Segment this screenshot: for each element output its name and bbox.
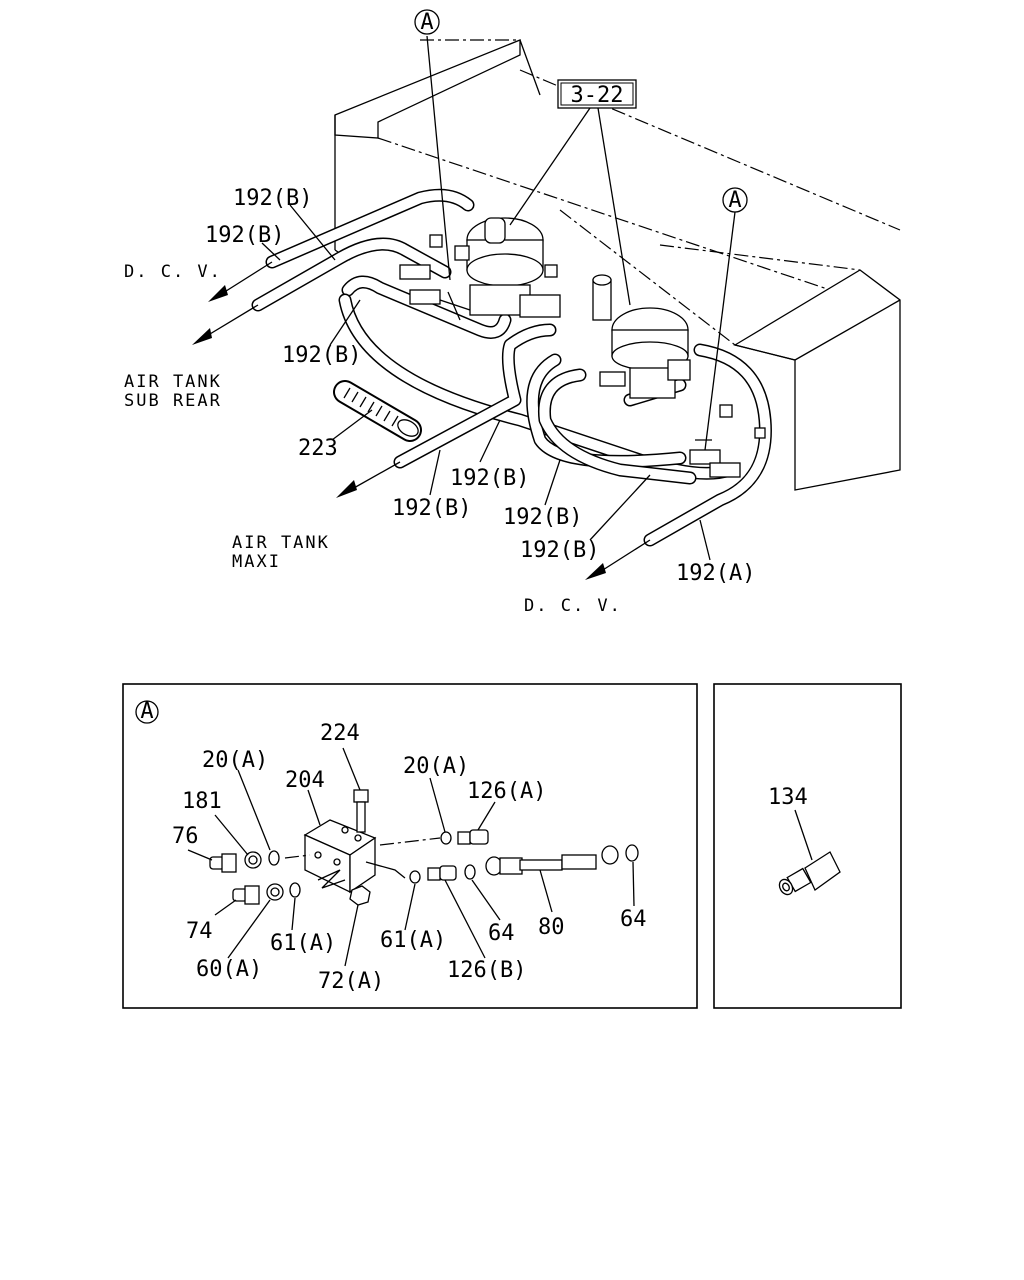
part-label-224: 224	[320, 721, 360, 746]
flow-arrows	[192, 261, 651, 580]
part-label-192b: 192(B)	[392, 496, 471, 521]
fittings-left	[209, 850, 311, 905]
bolt-224	[353, 789, 369, 833]
detail-134-panel: 134	[713, 683, 902, 1009]
detail-a-leaders	[187, 747, 635, 967]
part-label-126b: 126(B)	[447, 958, 526, 983]
part-label-192b: 192(B)	[205, 223, 284, 248]
part-label-61a: 61(A)	[380, 928, 446, 953]
part-label-72a: 72(A)	[318, 969, 384, 994]
part-label-192b: 192(B)	[520, 538, 599, 563]
part-label-204: 204	[285, 768, 325, 793]
part-label-80: 80	[538, 915, 565, 940]
detail-a-panel: A	[122, 683, 698, 1009]
svg-text:A: A	[728, 188, 741, 213]
part-label-223: 223	[298, 436, 338, 461]
part-label-76: 76	[172, 824, 199, 849]
destination-air-tank-maxi: AIR TANK	[232, 533, 330, 553]
svg-text:A: A	[420, 10, 433, 35]
main-assembly-view: A A 3-22 192(B) 192(B) 192(B) 223 192(B)…	[124, 9, 901, 616]
frame-rail-upper	[334, 39, 901, 301]
destination-air-tank-sub-rear-2: SUB REAR	[124, 391, 222, 411]
part-label-126a: 126(A)	[467, 779, 546, 804]
part-label-74: 74	[186, 919, 213, 944]
part-label-64: 64	[488, 921, 515, 946]
frame-rail-lower	[559, 209, 901, 491]
leader-lines	[261, 35, 736, 561]
ref-3-22-label: 3-22	[571, 83, 624, 108]
part-label-134: 134	[768, 785, 808, 810]
destination-air-tank-maxi-2: MAXI	[232, 552, 281, 572]
part-label-192b: 192(B)	[233, 186, 312, 211]
pressure-valve-left	[399, 217, 561, 321]
part-label-61a: 61(A)	[270, 931, 336, 956]
part-label-192a: 192(A)	[676, 561, 755, 586]
air-tube-lines	[251, 188, 772, 547]
destination-air-tank-sub-rear: AIR TANK	[124, 372, 222, 392]
part-label-20a: 20(A)	[202, 748, 268, 773]
part-label-192b: 192(B)	[450, 466, 529, 491]
destination-dcv-left: D. C. V.	[124, 262, 222, 282]
bracket-204	[303, 819, 377, 894]
part-label-192b: 192(B)	[282, 343, 361, 368]
nut-72a	[349, 885, 371, 906]
part-label-60a: 60(A)	[196, 957, 262, 982]
part-label-192b: 192(B)	[503, 505, 582, 530]
callout-a-right: A	[722, 187, 748, 213]
destination-dcv-right: D. C. V.	[524, 596, 622, 616]
reference-box-3-22: 3-22	[557, 79, 637, 109]
callout-a-top: A	[414, 9, 440, 35]
pressure-valve-right	[592, 274, 766, 478]
part-label-181: 181	[182, 789, 222, 814]
fittings-right	[365, 829, 639, 884]
detail-a-marker: A	[140, 699, 153, 724]
part-label-64: 64	[620, 907, 647, 932]
connector-134	[778, 851, 841, 896]
corrugated-hose-223	[333, 380, 422, 442]
part-label-20a: 20(A)	[403, 754, 469, 779]
